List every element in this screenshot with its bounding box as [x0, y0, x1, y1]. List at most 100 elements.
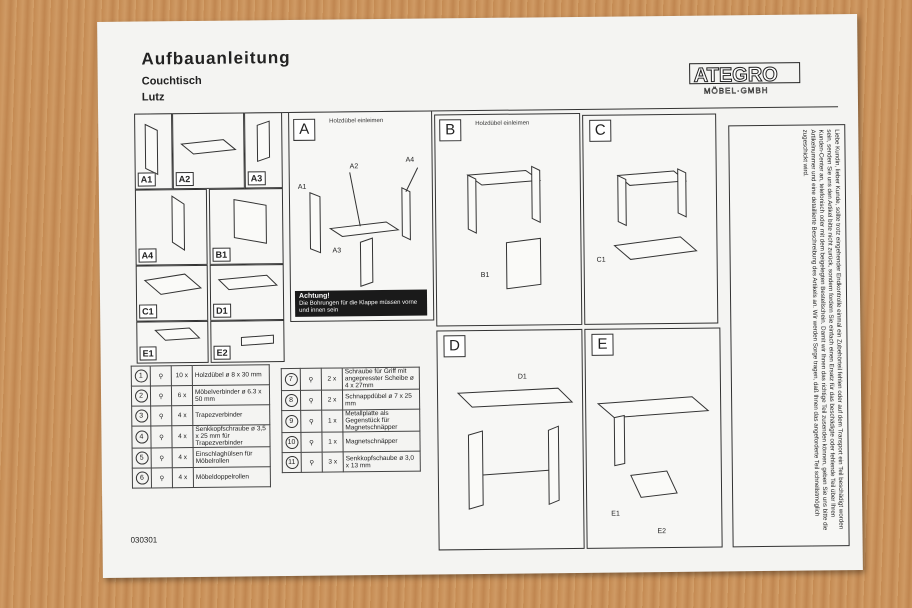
svg-text:B1: B1	[481, 272, 490, 279]
hardware-icon: ⚲	[151, 467, 173, 488]
hardware-qty: 4 x	[171, 425, 194, 448]
part-c1-drawing	[143, 273, 203, 295]
hardware-icon: ⚲	[150, 425, 173, 448]
part-a1-drawing	[144, 123, 159, 176]
hardware-desc: Möbelverbinder ø 6.3 x 50 mm	[192, 384, 270, 406]
hardware-icon: ⚲	[151, 447, 173, 468]
hardware-number: 3	[131, 405, 151, 427]
part-label-b1: B1	[212, 247, 231, 262]
hardware-qty: 2 x	[321, 389, 343, 411]
hardware-number-label: 11	[285, 455, 299, 470]
part-label-e1: E1	[139, 346, 157, 361]
hardware-desc: Möbeldoppelrollen	[193, 466, 271, 488]
hardware-desc: Schnappdübel ø 7 x 25 mm	[342, 389, 420, 410]
hardware-number-label: 2	[134, 389, 148, 403]
product-type: Couchtisch	[141, 74, 202, 88]
hardware-number: 6	[132, 467, 152, 489]
hardware-number: 1	[131, 365, 151, 387]
step-d-drawing: D1	[456, 374, 574, 510]
brand-logo: ATEGRO MÖBEL·GMBH	[685, 53, 806, 104]
svg-text:E1: E1	[611, 511, 620, 518]
part-label-a1: A1	[137, 172, 156, 187]
document-number: 030301	[130, 535, 158, 545]
customer-note: Liebe Kundin, lieber Kunde, sollte trotz…	[801, 129, 845, 531]
svg-text:A3: A3	[332, 247, 341, 254]
part-c1-box: C1	[135, 264, 209, 322]
step-d-panel: D D1	[436, 328, 585, 551]
hardware-number: 11	[282, 452, 302, 473]
hardware-qty: 6 x	[171, 385, 193, 406]
svg-text:ATEGRO: ATEGRO	[694, 64, 778, 87]
hardware-number: 10	[281, 432, 302, 453]
part-b1-box: B1	[208, 188, 284, 265]
hardware-desc: Magnetschnäpper	[342, 431, 421, 452]
hardware-number-label: 5	[135, 451, 149, 465]
svg-text:A2: A2	[350, 163, 359, 170]
hardware-icon: ⚲	[150, 385, 172, 406]
hardware-qty: 4 x	[171, 405, 193, 426]
svg-text:A4: A4	[406, 157, 415, 164]
step-b-panel: B Holzdübel einleimen B1	[434, 112, 583, 327]
part-label-d1: D1	[213, 303, 231, 318]
logo-graphic: ATEGRO MÖBEL·GMBH	[689, 62, 801, 96]
hardware-qty: 3 x	[322, 451, 344, 473]
step-b-caption: Holzdübel einleimen	[475, 120, 530, 128]
hardware-qty: 1 x	[321, 431, 344, 453]
svg-text:C1: C1	[597, 257, 606, 264]
hardware-number-label: 7	[284, 372, 298, 387]
hardware-desc: Trapezverbinder	[192, 404, 270, 426]
hardware-icon: ⚲	[150, 365, 172, 386]
hardware-desc: Senkkopfschaube ø 3,0 x 13 mm	[343, 451, 421, 472]
part-e1-box: E1	[136, 320, 209, 364]
part-b1-drawing	[233, 198, 267, 244]
step-b-drawing: B1	[466, 165, 542, 290]
hardware-number: 5	[132, 447, 152, 469]
warning-text: Die Bohrungen für die Klappe müssen vorn…	[299, 299, 418, 314]
hardware-number: 2	[131, 385, 151, 407]
svg-text:MÖBEL·GMBH: MÖBEL·GMBH	[704, 86, 769, 96]
part-label-a2: A2	[175, 171, 194, 187]
svg-text:E2: E2	[657, 528, 666, 535]
step-c-drawing: C1	[597, 168, 698, 264]
hardware-number-label: 3	[134, 409, 148, 423]
svg-text:A1: A1	[298, 184, 307, 191]
instruction-sheet: Aufbauanleitung Couchtisch Lutz ATEGRO M…	[97, 14, 863, 578]
hardware-icon: ⚲	[300, 390, 322, 411]
part-a4-drawing	[171, 195, 186, 252]
part-label-c1: C1	[139, 304, 157, 319]
hardware-qty: 4 x	[172, 447, 194, 468]
part-e1-drawing	[154, 327, 201, 341]
part-a2-box: A2	[172, 112, 245, 190]
product-name: Lutz	[141, 91, 165, 104]
hardware-desc: Metallplatte als Gegenstück für Magnetsc…	[342, 409, 420, 432]
hardware-number: 4	[131, 425, 152, 449]
warning-box: Achtung! Die Bohrungen für die Klappe mü…	[294, 289, 428, 317]
step-a-caption: Holzdübel einleimen	[329, 118, 384, 125]
part-a1-box: A1	[134, 113, 173, 190]
hardware-number-label: 6	[135, 471, 149, 485]
part-d1-drawing	[217, 274, 278, 291]
hardware-desc: Senkkopfschraube ø 3,5 x 25 mm für Trape…	[192, 424, 271, 448]
svg-text:D1: D1	[518, 374, 527, 381]
part-a4-box: A4	[134, 188, 208, 266]
hardware-qty: 10 x	[171, 365, 193, 386]
hardware-number-label: 1	[134, 369, 148, 383]
step-a-drawing: A1 A2 A3 A4	[298, 157, 419, 287]
part-e2-drawing	[240, 334, 274, 347]
hardware-number: 8	[281, 390, 301, 411]
part-a3-drawing	[256, 120, 271, 163]
part-label-a3: A3	[247, 171, 266, 186]
hardware-icon: ⚲	[300, 432, 323, 453]
part-e2-box: E2	[210, 320, 285, 363]
